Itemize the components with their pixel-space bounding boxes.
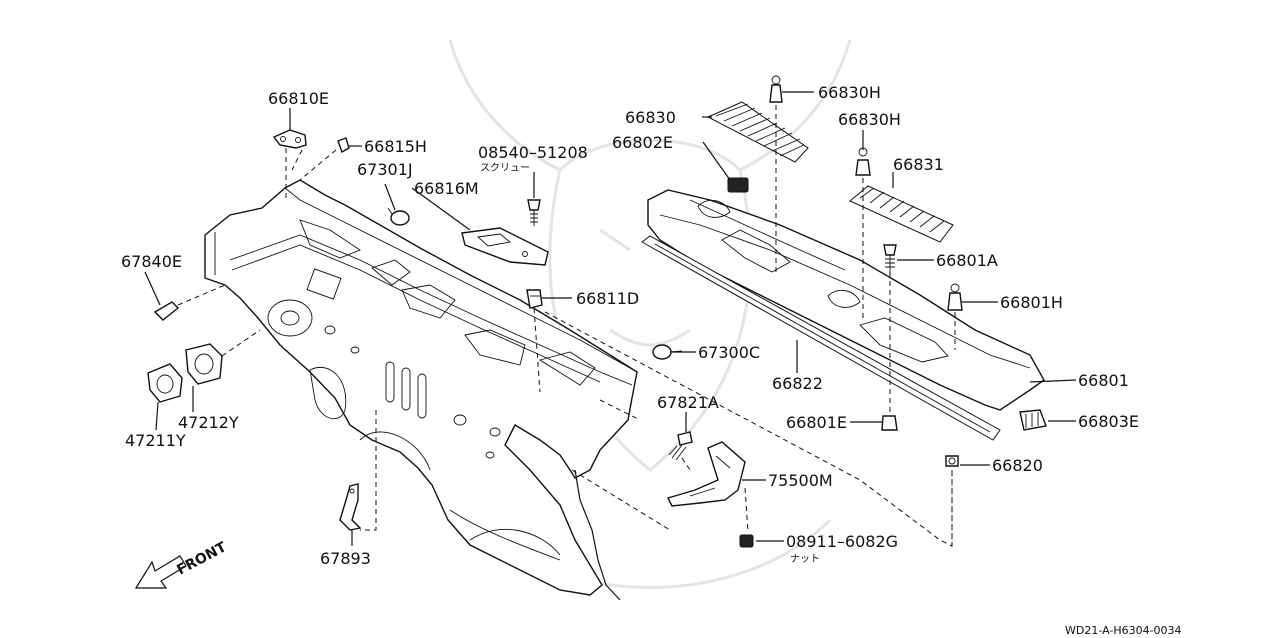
part-66810E-bracket (272, 129, 307, 149)
label-47211Y: 47211Y (125, 431, 186, 450)
label-47212Y: 47212Y (178, 413, 239, 432)
cowl-top-panel (647, 189, 1045, 411)
part-08911-nut (739, 534, 754, 548)
part-47212Y-gasket (185, 343, 223, 385)
label-66811D: 66811D (576, 289, 639, 308)
label-66801: 66801 (1078, 371, 1129, 390)
part-66830H-clip-a (769, 75, 783, 103)
part-66820-clip (945, 455, 959, 467)
label-67300C: 67300C (698, 343, 760, 362)
label-67893: 67893 (320, 549, 371, 568)
part-75500M-hood-bracket (667, 441, 746, 507)
part-66801A-screw (883, 244, 897, 272)
part-66822-seal (641, 235, 1001, 441)
label-66831: 66831 (893, 155, 944, 174)
part-67301J-grommet (387, 207, 410, 226)
label-66822: 66822 (772, 374, 823, 393)
part-66802E-clip (727, 177, 749, 193)
label-66830H-top: 66830H (818, 83, 881, 102)
part-66830H-clip-b (855, 147, 871, 176)
label-66801E: 66801E (786, 413, 847, 432)
label-67821A: 67821A (657, 393, 719, 412)
label-66810E: 66810E (268, 89, 329, 108)
part-66801H-clip (947, 283, 963, 311)
part-66801E-clip (881, 415, 898, 431)
reference-code: WD21-A-H6304-0034 (1065, 624, 1182, 637)
label-66830: 66830 (625, 108, 676, 127)
part-66815H-clip (337, 137, 350, 154)
part-labels: 66810E 66815H 67301J 08540–51208 スクリュー 6… (121, 83, 1182, 637)
label-08540-51208: 08540–51208 (478, 143, 588, 162)
label-66830H-second: 66830H (838, 110, 901, 129)
label-screw-jp: スクリュー (480, 162, 530, 174)
label-66815H: 66815H (364, 137, 427, 156)
label-66803E: 66803E (1078, 412, 1139, 431)
label-75500M: 75500M (768, 471, 833, 490)
label-66820: 66820 (992, 456, 1043, 475)
part-67893-bracket (339, 483, 362, 531)
label-66816M: 66816M (414, 179, 479, 198)
leader-lines (144, 91, 1077, 546)
part-66811D-clip (526, 289, 543, 309)
part-47211Y-plate (147, 363, 183, 403)
assembly-lines (177, 105, 956, 548)
label-67301J: 67301J (357, 160, 413, 179)
label-08911-6082G: 08911–6082G (786, 532, 898, 551)
label-66802E: 66802E (612, 133, 673, 152)
part-08540-screw (527, 199, 541, 226)
part-66816M-bracket (461, 227, 549, 266)
part-66831-grille (849, 185, 954, 243)
dash-panel (204, 179, 638, 601)
part-66830-grille (706, 101, 809, 163)
label-66801H: 66801H (1000, 293, 1063, 312)
part-67821A-bolt (668, 431, 693, 461)
front-arrow (134, 555, 187, 589)
front-label: FRONT (174, 539, 229, 578)
label-nut-jp: ナット (790, 553, 820, 565)
part-67840E-plug (153, 301, 180, 321)
label-66801A: 66801A (936, 251, 998, 270)
part-66803E-clip (1019, 409, 1047, 431)
part-67300C-grommet (652, 344, 683, 360)
label-67840E: 67840E (121, 252, 182, 271)
